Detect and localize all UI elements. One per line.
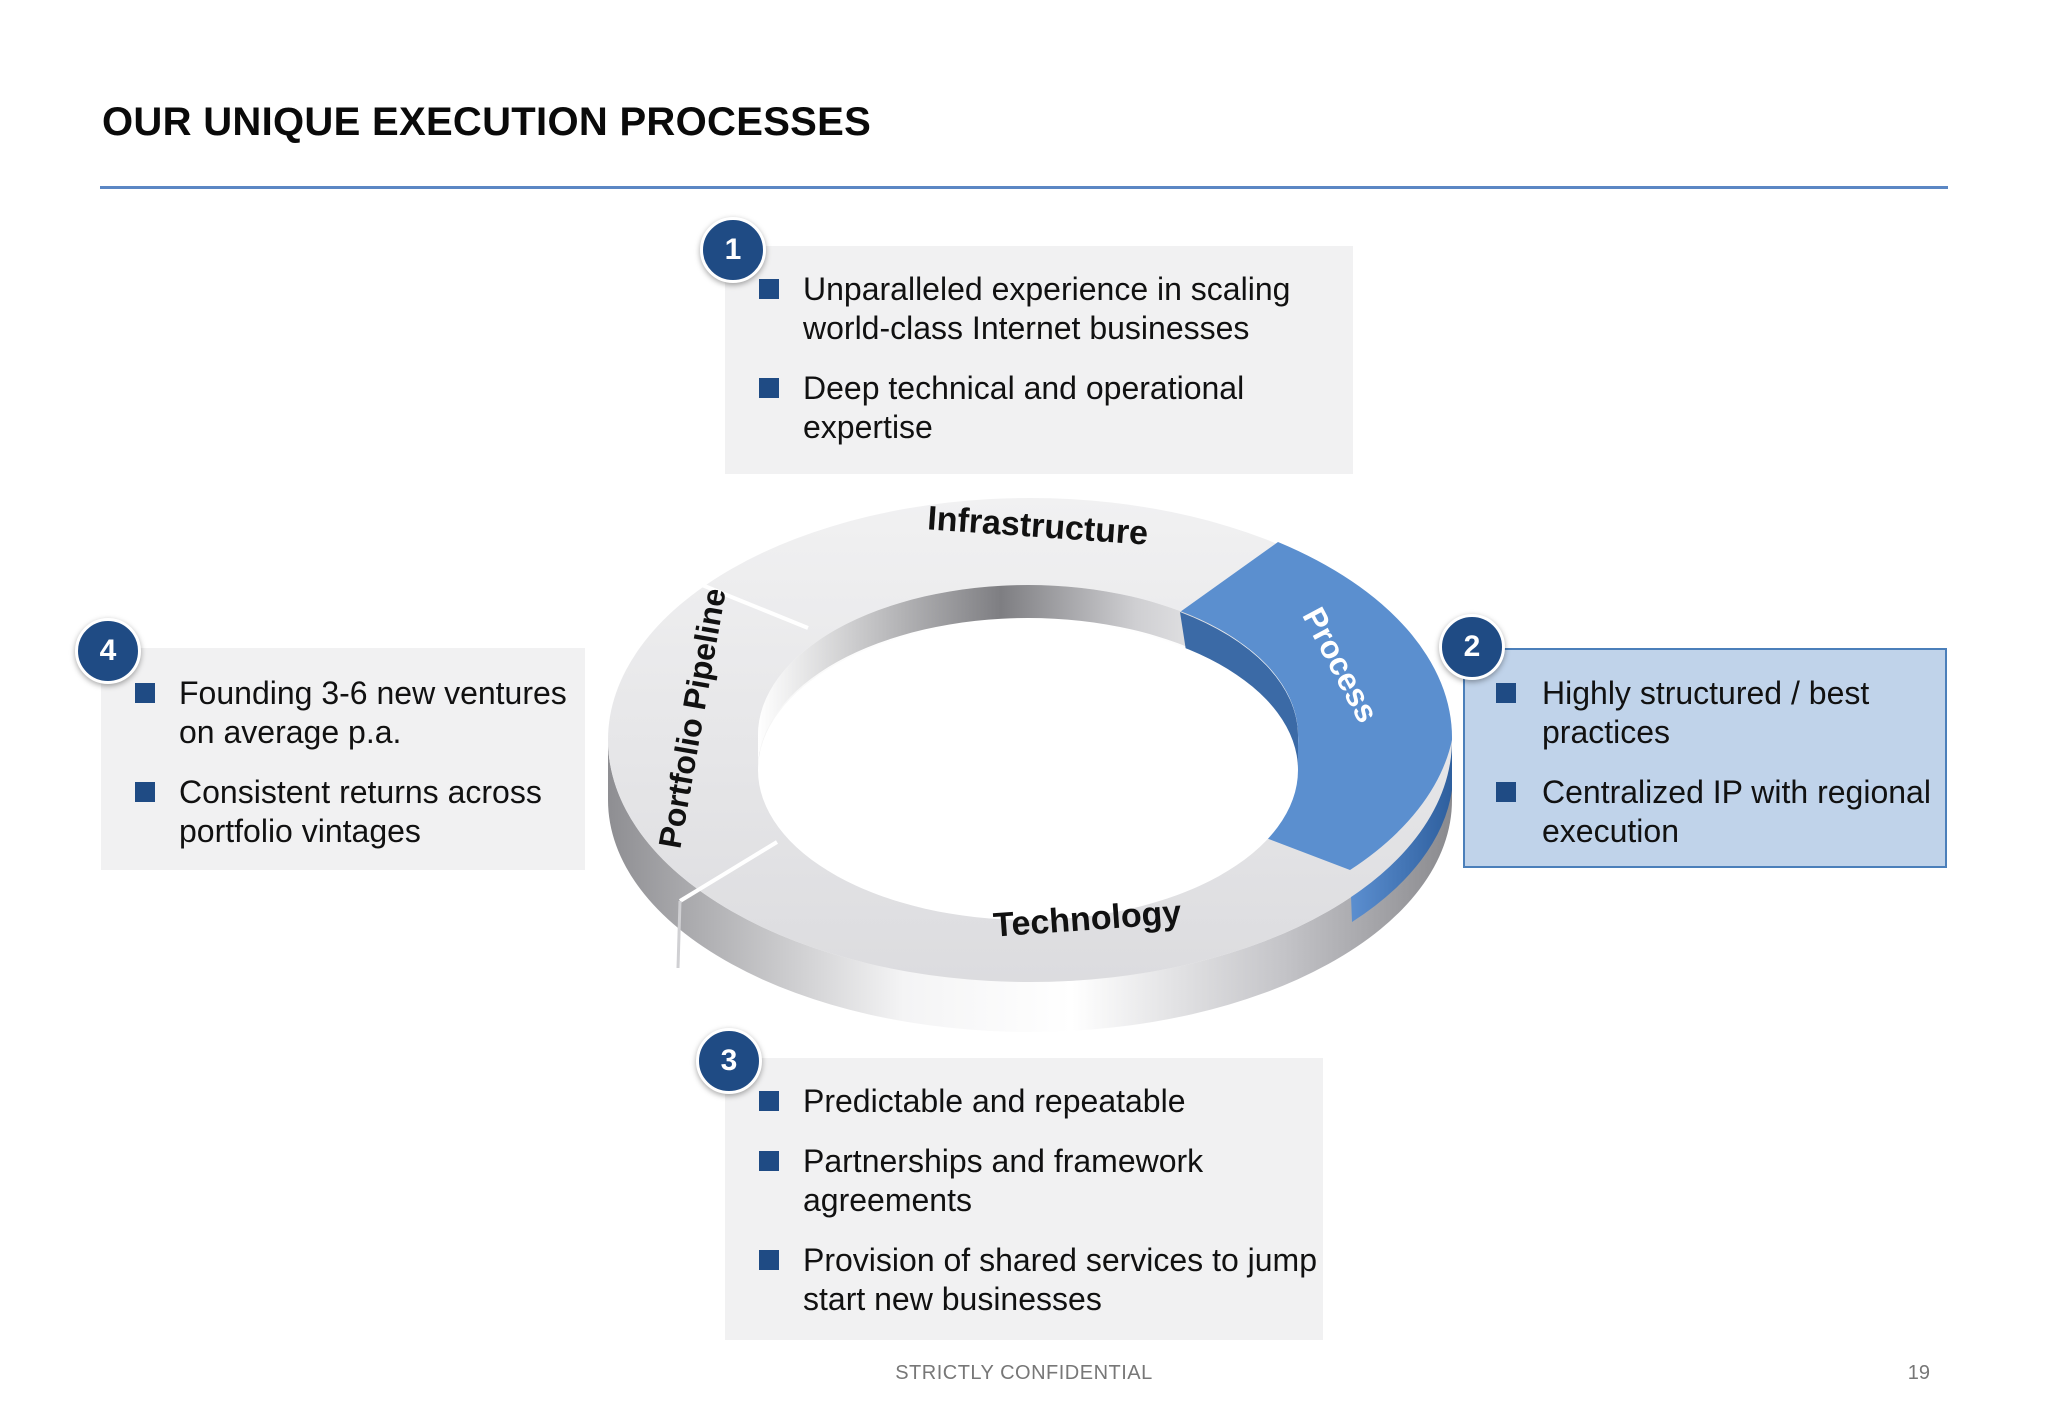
bullet-square-icon (135, 683, 155, 703)
box-1: Unparalleled experience in scaling world… (725, 246, 1353, 474)
box-4: Founding 3-6 new ventures on average p.a… (101, 648, 585, 870)
bullet-square-icon (759, 279, 779, 299)
bullet-square-icon (1496, 782, 1516, 802)
ring-center-hole (758, 620, 1298, 920)
box-2-item: Centralized IP with regional execution (1463, 773, 1945, 851)
footer-confidential: STRICTLY CONFIDENTIAL (895, 1362, 1153, 1384)
box-2-item-text: Centralized IP with regional execution (1542, 774, 1931, 849)
box-3-item: Predictable and repeatable (725, 1082, 1323, 1121)
ring-inner-wall (758, 585, 1298, 768)
box-2: Highly structured / best practices Centr… (1463, 648, 1947, 868)
process-ring-diagram: Infrastructure Process Technology Portfo… (608, 498, 1453, 1032)
page-title: OUR UNIQUE EXECUTION PROCESSES (102, 100, 872, 144)
box-3-item-text: Partnerships and framework agreements (803, 1143, 1204, 1218)
segment-divider (676, 900, 682, 969)
box-3-item-text: Provision of shared services to jump sta… (803, 1242, 1317, 1317)
box-3-item: Partnerships and framework agreements (725, 1142, 1323, 1220)
box-2-item-text: Highly structured / best practices (1542, 675, 1870, 750)
box-4-item-text: Consistent returns across portfolio vint… (179, 774, 542, 849)
box-4-item: Founding 3-6 new ventures on average p.a… (101, 674, 585, 752)
box-1-item: Deep technical and operational expertise (725, 369, 1353, 447)
bullet-square-icon (759, 1091, 779, 1111)
box-3-item-text: Predictable and repeatable (803, 1083, 1186, 1119)
bullet-square-icon (759, 1151, 779, 1171)
bullet-square-icon (759, 378, 779, 398)
badge-4: 4 (75, 618, 141, 684)
box-1-item: Unparalleled experience in scaling world… (725, 270, 1353, 348)
bullet-square-icon (759, 1250, 779, 1270)
box-1-item-text: Unparalleled experience in scaling world… (803, 271, 1291, 346)
process-segment (1180, 542, 1453, 870)
ring-outer-wall (608, 740, 1452, 1032)
box-4-item-text: Founding 3-6 new ventures on average p.a… (179, 675, 567, 750)
bullet-square-icon (135, 782, 155, 802)
segment-divider (701, 583, 809, 630)
box-2-item: Highly structured / best practices (1463, 674, 1945, 752)
badge-3: 3 (696, 1028, 762, 1094)
badge-2: 2 (1439, 614, 1505, 680)
box-1-item-text: Deep technical and operational expertise (803, 370, 1245, 445)
badge-1: 1 (700, 217, 766, 283)
box-3: Predictable and repeatable Partnerships … (725, 1058, 1323, 1340)
box-4-item: Consistent returns across portfolio vint… (101, 773, 585, 851)
title-divider (100, 186, 1948, 189)
bullet-square-icon (1496, 683, 1516, 703)
box-3-item: Provision of shared services to jump sta… (725, 1241, 1323, 1319)
segment-divider (678, 840, 779, 903)
page-number: 19 (1907, 1362, 1930, 1384)
